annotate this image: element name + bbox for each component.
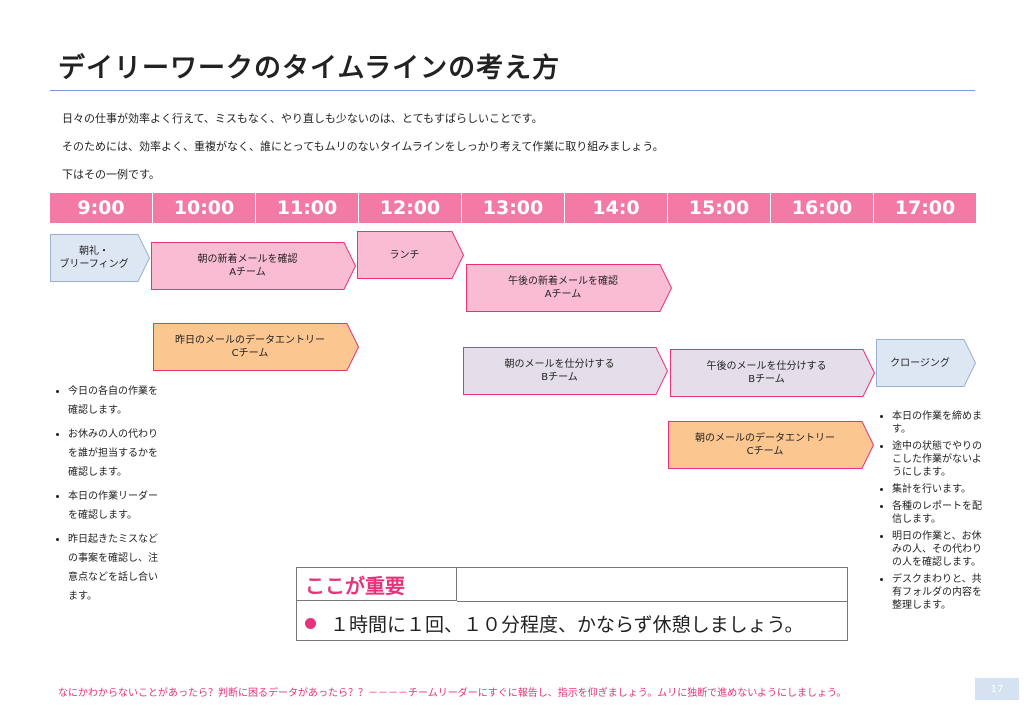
arrow-body bbox=[466, 264, 673, 312]
intro-line-1: 日々の仕事が効率よく行えて、ミスもなく、やり直しも少ないのは、とてもすばらしいこ… bbox=[62, 112, 543, 125]
arrow-shape bbox=[357, 231, 465, 279]
task-label-line: クロージング bbox=[890, 357, 950, 369]
task-label-line: 朝礼・ bbox=[79, 246, 109, 257]
task-label-line: Aチーム bbox=[229, 267, 266, 278]
hour-label: 14:0 bbox=[565, 193, 668, 223]
hour-label: 16:00 bbox=[771, 193, 874, 223]
arrow-body bbox=[153, 323, 360, 371]
morning-notes-list: 今日の各自の作業を確認します。 お休みの人の代わりを誰が担当するかを確認します。… bbox=[54, 382, 160, 611]
task-data-entry-c-morning: 朝のメールのデータエントリー Cチーム bbox=[668, 421, 875, 469]
arrow-shape bbox=[50, 234, 151, 282]
list-item: お休みの人の代わりを誰が担当するかを確認します。 bbox=[68, 425, 160, 482]
task-label-line: 朝のメールのデータエントリー bbox=[695, 433, 835, 444]
task-label: ランチ bbox=[357, 231, 452, 279]
task-closing: クロージング bbox=[876, 339, 977, 387]
hour-label: 13:00 bbox=[462, 193, 565, 223]
arrow-shape bbox=[668, 421, 875, 469]
important-heading-bar bbox=[457, 568, 847, 602]
arrow-shape bbox=[876, 339, 977, 387]
task-morning-briefing: 朝礼・ブリーフィング bbox=[50, 234, 151, 282]
task-label-line: 午後のメールを仕分けする bbox=[706, 361, 827, 372]
title-underline bbox=[50, 90, 975, 91]
arrow-shape bbox=[670, 349, 876, 397]
important-message: １時間に１回、１０分程度、かならず休憩しましょう。 bbox=[305, 610, 803, 637]
arrow-shape bbox=[153, 323, 360, 371]
task-new-mail-a-morning: 朝の新着メールを確認 Aチーム bbox=[151, 242, 357, 290]
page-number: 17 bbox=[975, 678, 1019, 700]
arrow-body bbox=[357, 231, 465, 279]
task-label-line: 昨日のメールのデータエントリー bbox=[175, 335, 325, 346]
task-label: 朝のメールのデータエントリー Cチーム bbox=[668, 421, 862, 469]
task-sort-mail-b-afternoon: 午後のメールを仕分けする Bチーム bbox=[670, 349, 876, 397]
task-label: 昨日のメールのデータエントリー Cチーム bbox=[153, 323, 347, 371]
arrow-shape bbox=[463, 347, 669, 395]
task-label-line: 朝の新着メールを確認 bbox=[197, 254, 298, 265]
list-item: 集計を行います。 bbox=[892, 483, 984, 496]
arrow-body bbox=[151, 242, 357, 290]
task-label-line: Bチーム bbox=[748, 374, 785, 385]
page-title: デイリーワークのタイムラインの考え方 bbox=[58, 53, 561, 84]
hour-label: 11:00 bbox=[256, 193, 359, 223]
bullet-dot-icon bbox=[305, 618, 316, 629]
task-label: 午後のメールを仕分けする Bチーム bbox=[670, 349, 863, 397]
list-item: 各種のレポートを配信します。 bbox=[892, 500, 984, 526]
arrow-body bbox=[668, 421, 875, 469]
hour-label: 12:00 bbox=[359, 193, 462, 223]
task-label-line: Cチーム bbox=[231, 348, 269, 359]
arrow-body bbox=[670, 349, 876, 397]
task-sort-mail-b-morning: 朝のメールを仕分けする Bチーム bbox=[463, 347, 669, 395]
task-label-line: Cチーム bbox=[746, 446, 784, 457]
task-label: 朝のメールを仕分けする Bチーム bbox=[463, 347, 656, 395]
hour-label: 17:00 bbox=[894, 197, 956, 219]
task-label: 朝礼・ブリーフィング bbox=[50, 234, 138, 282]
important-callout: ここが重要 １時間に１回、１０分程度、かならず休憩しましょう。 bbox=[296, 567, 848, 641]
closing-notes-list: 本日の作業を締めます。 途中の状態でやりのこした作業がないようにします。 集計を… bbox=[878, 410, 984, 616]
task-data-entry-c-yesterday: 昨日のメールのデータエントリー Cチーム bbox=[153, 323, 360, 371]
task-label-line: Bチーム bbox=[541, 372, 578, 383]
list-item: 明日の作業と、お休みの人、その代わりの人を確認します。 bbox=[892, 530, 984, 569]
list-item: 本日の作業リーダーを確認します。 bbox=[68, 487, 160, 525]
hour-label: 10:00 bbox=[153, 193, 256, 223]
task-label-line: 午後の新着メールを確認 bbox=[508, 276, 618, 287]
arrow-body bbox=[463, 347, 669, 395]
intro-line-2: そのためには、効率よく、重複がなく、誰にとってもムリのないタイムラインをしっかり… bbox=[62, 140, 664, 153]
task-new-mail-a-afternoon: 午後の新着メールを確認 Aチーム bbox=[466, 264, 673, 312]
task-label: クロージング bbox=[876, 339, 964, 387]
arrow-shape bbox=[466, 264, 673, 312]
hour-label: 15:00 bbox=[668, 193, 771, 223]
task-lunch: ランチ bbox=[357, 231, 465, 279]
arrow-body bbox=[50, 234, 151, 282]
important-heading: ここが重要 bbox=[297, 568, 457, 601]
important-text: １時間に１回、１０分程度、かならず休憩しましょう。 bbox=[330, 614, 804, 636]
list-item: 昨日起きたミスなどの事案を確認し、注意点などを話し合います。 bbox=[68, 530, 160, 606]
task-label-line: ブリーフィング bbox=[59, 259, 129, 270]
list-item: 本日の作業を締めます。 bbox=[892, 410, 984, 436]
list-item: 途中の状態でやりのこした作業がないようにします。 bbox=[892, 440, 984, 479]
intro-line-3: 下はその一例です。 bbox=[62, 168, 160, 181]
arrow-shape bbox=[151, 242, 357, 290]
footer-note: なにかわからないことがあったら？判断に困るデータがあったら？？－－－－チームリー… bbox=[58, 688, 847, 699]
task-label: 午後の新着メールを確認 Aチーム bbox=[466, 264, 660, 312]
list-item: 今日の各自の作業を確認します。 bbox=[68, 382, 160, 420]
task-label-line: 朝のメールを仕分けする bbox=[504, 359, 615, 370]
hour-timeline-bar: 9:00 10:00 11:00 12:00 13:00 14:0 15:00 … bbox=[50, 193, 976, 223]
task-label: 朝の新着メールを確認 Aチーム bbox=[151, 242, 344, 290]
hour-label: 9:00 bbox=[50, 193, 153, 223]
task-label-line: Aチーム bbox=[544, 289, 582, 300]
arrow-body bbox=[876, 339, 977, 387]
task-label-line: ランチ bbox=[389, 249, 420, 261]
list-item: デスクまわりと、共有フォルダの内容を整理します。 bbox=[892, 573, 984, 612]
